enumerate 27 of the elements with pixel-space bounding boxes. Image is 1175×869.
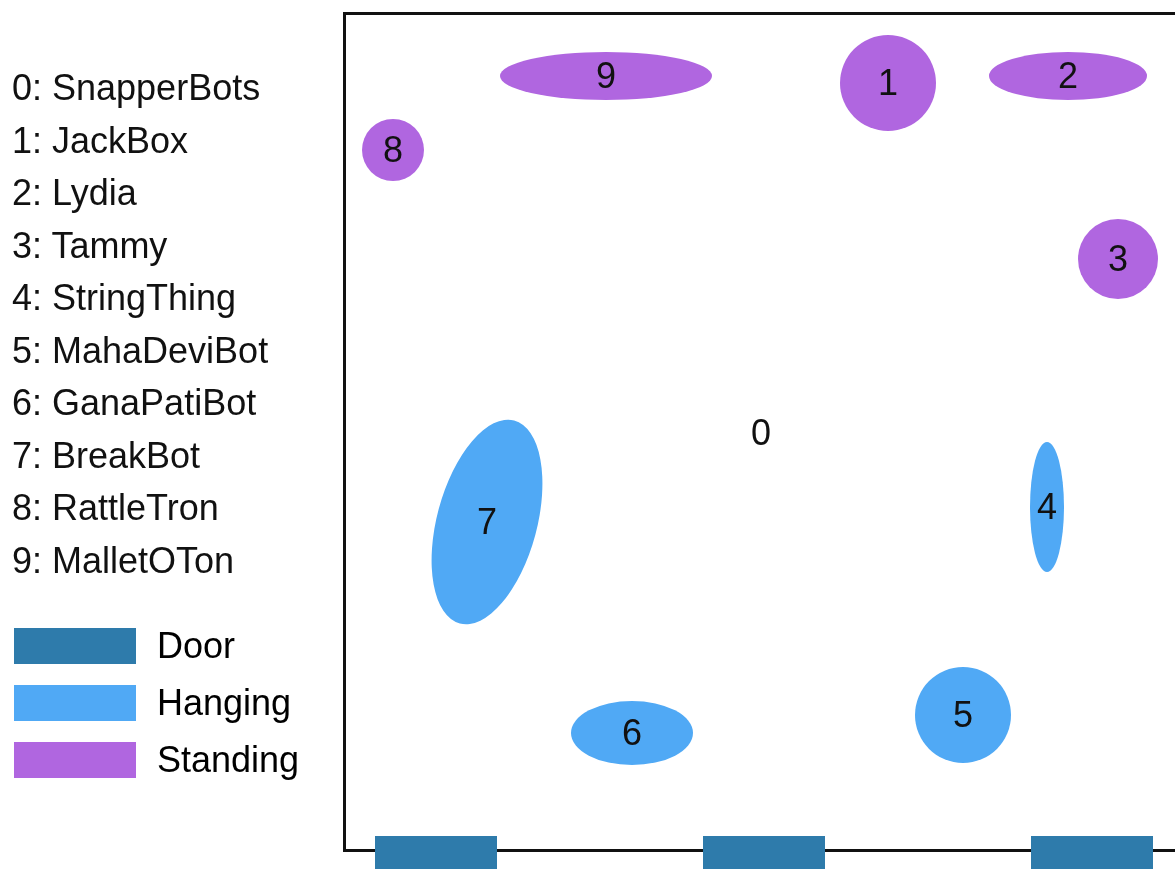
key-entry: 6: GanaPatiBot [12,383,257,423]
legend-label: Hanging [157,683,292,723]
robot-number: 1 [878,63,898,103]
room-outline [343,12,1175,852]
key-entry: 5: MahaDeviBot [12,330,269,371]
door-bar [703,836,825,869]
robot-number: 6 [622,713,642,753]
legend-label: Standing [157,740,300,780]
robot-number: 8 [383,130,403,170]
key-entry: 8: RattleTron [12,488,219,528]
robot-number: 9 [596,56,616,96]
key-entry: 4: StringThing [12,278,237,318]
key-entry: 7: BreakBot [12,435,201,476]
robot-number: 4 [1037,487,1057,527]
door-bar [375,836,497,869]
key-entry: 9: MalletOTon [12,540,235,581]
door-bar [1031,836,1153,869]
key-entry: 2: Lydia [12,173,137,213]
legend-label: Door [157,626,236,666]
robot-number: 3 [1108,239,1128,279]
key-entry: 1: JackBox [12,120,189,161]
key-entry: 3: Tammy [12,225,168,266]
key-entry: 0: SnapperBots [12,68,261,108]
room-label: 0 [751,413,772,453]
robot-number: 5 [953,695,973,735]
robot-number: 2 [1058,56,1078,96]
robot-number: 7 [477,502,497,542]
